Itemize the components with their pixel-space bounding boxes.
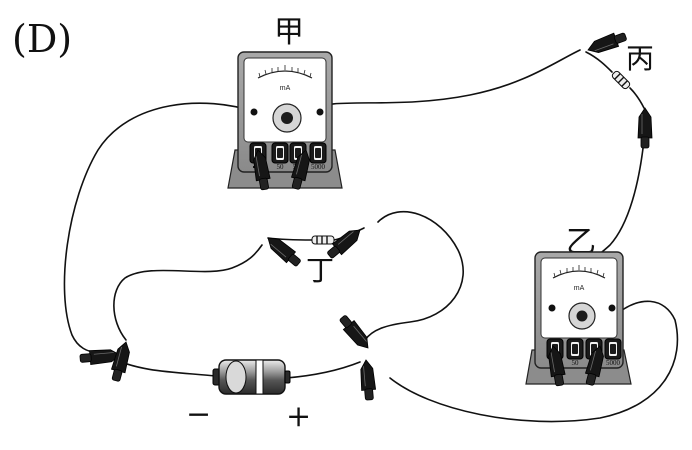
- resistor-bing: 丙: [585, 29, 654, 149]
- right-node-clips: [336, 312, 377, 401]
- resistor-ding-label: 丁: [306, 254, 334, 287]
- wire-jia-to-bing: [311, 49, 581, 111]
- meter-jia-terminal-5000: 5000: [311, 163, 326, 171]
- left-node-clips: [79, 339, 134, 383]
- meter-jia-scale-mark: mA: [280, 85, 291, 92]
- resistor-ding-body: [311, 235, 335, 245]
- resistor-bing-body: [611, 70, 631, 90]
- wire-left-node-to-ding: [113, 244, 263, 341]
- battery-positive-sign: +: [286, 399, 311, 434]
- meter-jia-label: 甲: [274, 15, 304, 50]
- option-label: (D): [12, 17, 72, 61]
- resistor-ding: 丁: [263, 224, 365, 287]
- meter-yi-scale-mark: mA: [574, 285, 585, 292]
- meter-jia-terminal-50: 50: [277, 163, 285, 171]
- meter-yi-terminal-5000: 5000: [606, 359, 621, 367]
- battery: − +: [186, 359, 311, 434]
- wire-jia-to-left-node: [63, 102, 256, 353]
- resistor-bing-top-clip: [585, 29, 629, 57]
- wire-ding-to-right-node: [364, 211, 464, 341]
- resistor-bing-bottom-clip: [637, 107, 653, 149]
- meter-yi-terminal-50: 50: [572, 359, 580, 367]
- wires: [63, 49, 679, 423]
- wire-right-node-to-yi: [389, 300, 679, 423]
- resistor-ding-left-clip: [263, 232, 304, 270]
- meter-yi: 乙 mA 50 500 5000: [525, 225, 632, 388]
- battery-negative-sign: −: [186, 397, 211, 432]
- resistor-bing-label: 丙: [626, 42, 654, 75]
- meter-jia: 甲 mA 50 500 5000: [227, 15, 343, 192]
- wire-battery-to-right-node: [285, 361, 361, 379]
